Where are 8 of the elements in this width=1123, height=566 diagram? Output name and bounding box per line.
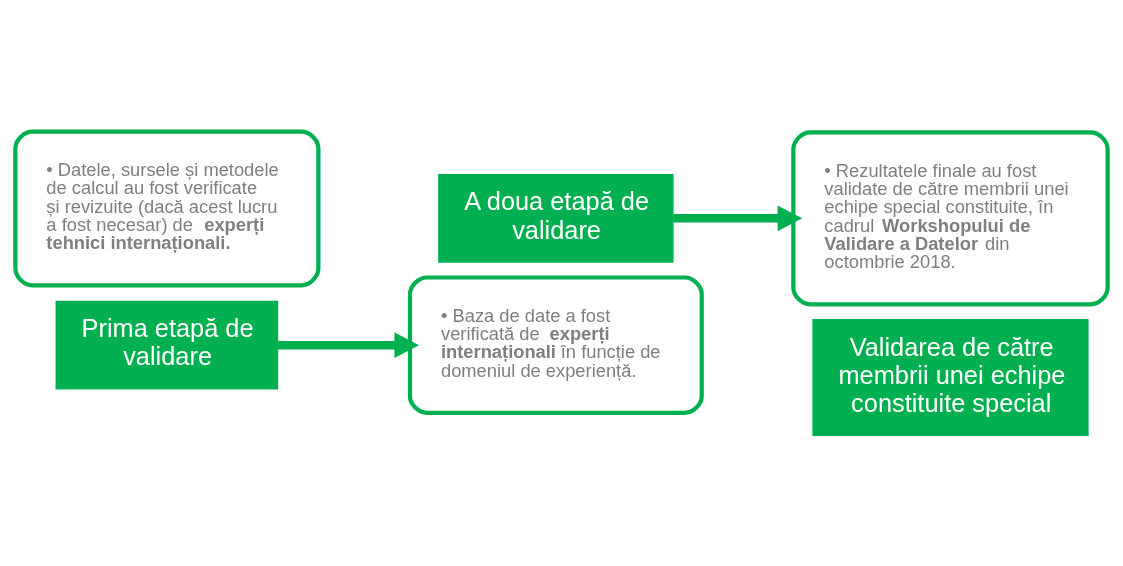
arrow [673,204,803,231]
node-box: • Baza de date a fost verificată de experți internaționali în funcție de domeniul de experiență. [407,274,704,415]
node-box: Prima etapă de validare [55,300,279,390]
node-box: Validarea de către membrii unei echipe constituite special [812,318,1089,436]
node-box: • Rezultatele finale au fost validate de către membrii unei echipe special constituite, în cadrul Workshopului de Validare a Datelor din octombrie 2018. [791,129,1110,306]
node-box: • Datele, sursele și metodele de calcul au fost verificate și revizuite (dacă acest lucru a fost necesar) de experți tehnici internaționali. [13,129,321,287]
node-box: A doua etapă de validare [438,173,674,263]
arrow [277,331,419,358]
